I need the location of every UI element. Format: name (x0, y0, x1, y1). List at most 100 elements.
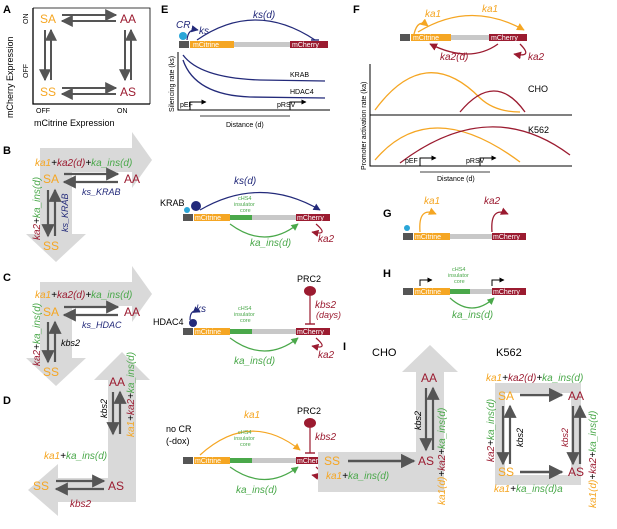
mcitrine-label: mCitrine (415, 234, 441, 241)
ka2-arc (491, 207, 509, 233)
insulator-label-1: cHS4 (452, 267, 465, 273)
ka2d-arc (429, 43, 499, 55)
rate-d-top: ka1+ka_ins(d) (44, 451, 107, 462)
y-off-label: OFF (23, 64, 30, 78)
promoter-block (403, 233, 413, 240)
rate-ka2d: ka2(d) (440, 52, 468, 63)
insulator-box (230, 458, 252, 463)
y-on-label: ON (23, 14, 30, 25)
state-as: AS (120, 85, 136, 99)
rate-ka2: ka2 (318, 234, 335, 245)
background-arrow-c (26, 266, 152, 386)
cho-red-curve (459, 90, 526, 113)
promoter-block (400, 34, 410, 41)
spacer (234, 42, 290, 47)
cr-dot (404, 225, 410, 231)
panel-label-b: B (3, 145, 11, 157)
mcitrine-box (414, 233, 450, 240)
mcherry-label: mCherry (297, 329, 324, 336)
rate-c-top: ka1+ka2(d)+ka_ins(d) (35, 290, 132, 301)
state-ss: SS (43, 365, 59, 379)
pef-label: pEF (180, 102, 193, 109)
mcherry-box (492, 233, 526, 240)
panel-label-i: I (343, 341, 346, 353)
cho-orange-curve (374, 72, 521, 113)
state-sa: SA (40, 12, 56, 26)
insulator-label-2: insulator (234, 202, 255, 208)
hdac4-label: HDAC4 (153, 317, 184, 327)
spacer (252, 215, 296, 220)
dox-label: (-dox) (166, 436, 190, 446)
panel-c: C ka1+ka2(d)+ka_ins(d) SA AA ks_HDAC kbs… (3, 266, 152, 386)
state-aa: AA (124, 305, 140, 319)
panel-label-a: A (3, 4, 11, 16)
panel-label-f: F (353, 4, 360, 16)
rate-kbs2: kbs2 (315, 432, 337, 443)
rate-ks: ks (196, 304, 206, 315)
promoter-block (179, 41, 189, 48)
mcherry-label: mCherry (491, 35, 518, 42)
rate-ka-ins-d: ka_ins(d) (250, 238, 291, 249)
insulator-label-3: core (454, 279, 465, 285)
panel-d: D AA kbs2 ka1+ka2+ka_ins(d) ka1+ka_ins(d… (3, 352, 150, 516)
panel-a: A mCherry Expression ON OFF OFF ON mCitr… (3, 4, 151, 128)
rate-ka2: ka2 (318, 350, 335, 361)
panel-f: F ka1 ka1 mCitrine mCherry ka2(d) ka2 Pr… (353, 4, 572, 183)
krab-curve (182, 54, 326, 82)
hdac-arc (189, 306, 201, 321)
state-sa: SA (43, 305, 59, 319)
rate-ka1: ka1 (244, 410, 260, 421)
rate-cho-bottom: ka1+ka_ins(d) (326, 471, 389, 482)
rate-ks-hdac: ks_HDAC (82, 320, 122, 330)
insulator-box (450, 289, 470, 294)
insulator-label-2: insulator (234, 312, 255, 318)
axes-box (32, 8, 150, 105)
construct-krab: KRAB ks(d)(days) mCitrine cHS4 insulator… (160, 176, 335, 249)
spacer (470, 289, 492, 294)
state-as: AS (418, 454, 434, 468)
krab-curve-label: KRAB (290, 72, 309, 79)
rate-kbs2-left: kbs2 (515, 428, 525, 447)
mcherry-box (489, 34, 527, 41)
construct-hdac4: HDAC4 ks mCitrine cHS4 insulator core mC… (153, 274, 341, 367)
mcitrine-box (194, 457, 230, 464)
mcherry-label: mCherry (292, 42, 319, 49)
rate-k562-bottom: ka1+ka_ins(d)a (494, 484, 563, 495)
spacer (252, 458, 296, 463)
panel-label-h: H (383, 268, 391, 280)
state-aa: AA (124, 172, 140, 186)
rate-ka1-long: ka1 (482, 4, 498, 15)
rate-k562-left: ka2+ka_ins(d) (486, 399, 497, 462)
ka2-arc (513, 43, 527, 60)
x-on-label: ON (117, 108, 128, 115)
mcitrine-label: mCitrine (195, 458, 221, 465)
rate-kbs2: kbs2 (315, 300, 337, 311)
prc2-dot (304, 418, 316, 428)
f-xlabel: Distance (d) (437, 176, 475, 183)
insulator-label-1: cHS4 (238, 196, 251, 202)
mcherry-label: mCherry (297, 458, 324, 465)
e-xlabel: Distance (d) (226, 122, 264, 129)
panel-e: E CR ks(d) ks mCitrine mCherry Silencing… (161, 4, 330, 129)
hdac-dot (189, 319, 197, 327)
panel-label-d: D (3, 395, 11, 407)
state-aa: AA (120, 12, 136, 26)
mcherry-box (290, 41, 328, 48)
mcherry-label: mCherry (493, 234, 520, 241)
k562-orange-curve (374, 127, 521, 163)
cho-label: CHO (372, 347, 397, 359)
spacer (252, 329, 296, 334)
rate-kbs2-h: kbs2 (70, 499, 92, 510)
panel-b: B ka1+ka2(d)+ka_ins(d) SA AA ks_KRAB ks_… (3, 132, 152, 262)
insulator-box (230, 215, 252, 220)
state-as: AS (108, 479, 124, 493)
mcitrine-label: mCitrine (195, 329, 221, 336)
state-ss: SS (40, 85, 56, 99)
insulator-label-2: insulator (234, 436, 255, 442)
panel-g: G ka1 ka2 mCitrine mCherry (383, 196, 526, 241)
promoter-block (183, 214, 193, 221)
panel-h: H cHS4 insulator core mCitrine mCherry k… (383, 267, 526, 321)
panel-label-c: C (3, 272, 11, 284)
mcitrine-label: mCitrine (193, 42, 219, 49)
pef-label: pEF (405, 158, 418, 165)
